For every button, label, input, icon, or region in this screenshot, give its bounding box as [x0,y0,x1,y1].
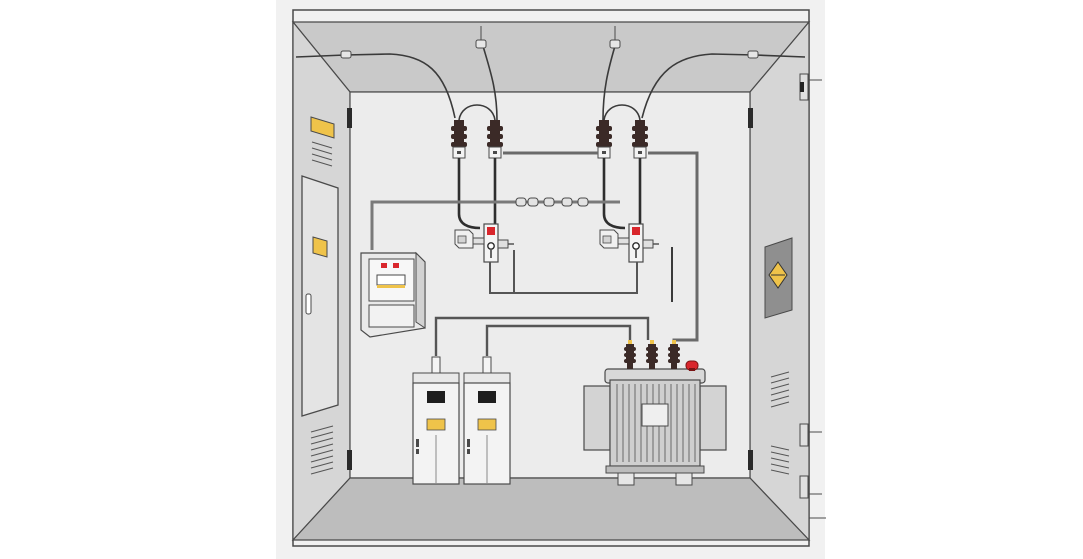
panel-level-bar [377,285,405,288]
drop-cables [457,158,642,230]
left-upper-hinge [347,108,352,128]
panel-lower-door [368,304,415,328]
panel-indicator-2 [393,263,399,268]
right-vent [770,371,790,475]
switchgear-cabinet-2 [463,356,511,485]
left-warning-label [310,116,335,139]
transformer-radiator-right [699,385,727,451]
ceiling-cable-right-run [641,53,806,119]
right-lower-hinge [748,450,753,470]
ceiling-cable-right-drop [602,45,616,121]
feeder-cables [434,316,650,356]
transformer-foot-left [617,472,635,486]
door-handle [305,293,312,315]
left-lower-hinge [347,450,352,470]
panel-indicator-1 [381,263,387,268]
transformer-base [605,465,705,474]
warning-label-icon [310,116,335,139]
left-door-panel [301,175,339,417]
jumper-right [603,104,641,121]
switch-output-wiring [489,247,673,302]
ceiling-cable-left-run [295,53,456,119]
indicator-lamp-icon [685,360,699,371]
transformer-nameplate [641,403,669,427]
panel-display [376,274,406,286]
floor [291,477,811,541]
left-vent-upper [311,141,333,167]
ceiling-cables [295,45,806,121]
control-panel [360,251,426,338]
left-vent-lower [310,425,334,475]
right-wall-sign [764,237,793,319]
right-upper-hinge [748,108,753,128]
transformer-radiator-left [583,385,611,451]
control-cable [370,197,620,250]
power-transformer [583,340,727,486]
transformer-fins [616,384,696,462]
transformer-foot-right [675,472,693,486]
right-edge-hardware [799,73,826,519]
door-label-icon [312,236,328,258]
ceiling-cable-clamps [340,26,759,59]
ceiling [291,21,811,93]
ceiling-cable-left-drop [482,45,498,121]
jumper-left [458,104,496,121]
switchgear-cabinet-1 [412,356,460,485]
